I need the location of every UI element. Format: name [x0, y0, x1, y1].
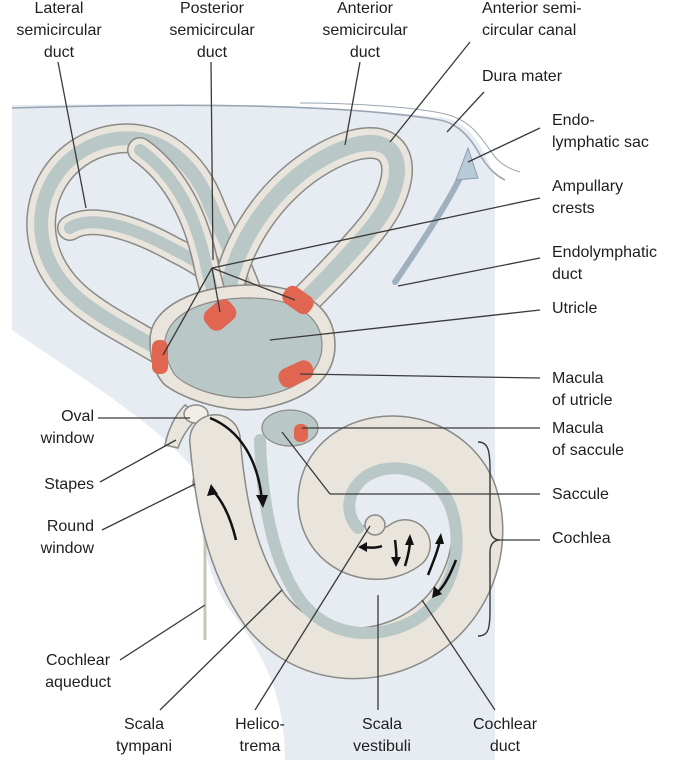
ampullary-crest-1 — [152, 340, 168, 374]
dura-mater-line-outer — [299, 102, 521, 173]
flow-arrowhead-spiral-1 — [432, 586, 442, 598]
label-anterior-semicircular-canal: Anterior semi-circular canal — [482, 0, 582, 39]
cochlear-duct-spiral — [254, 434, 463, 640]
label-saccule: Saccule — [552, 486, 609, 503]
flow-arrow-spiral-1 — [437, 559, 458, 593]
anterior-semicircular-duct — [217, 135, 406, 318]
macula-utricle-patch — [278, 360, 314, 388]
ampullary-crest-3 — [282, 285, 314, 315]
flow-arrow-vestibuli — [209, 416, 264, 501]
leader-lines — [57, 41, 541, 711]
flow-arrowhead-spiral-2 — [435, 533, 444, 544]
ampullary-crest-2 — [203, 299, 237, 331]
dura-mater-line — [11, 104, 506, 181]
endolymphatic-sac — [455, 146, 479, 181]
label-utricle: Utricle — [552, 300, 598, 317]
label-stapes: Stapes — [44, 476, 94, 493]
flow-arrowhead-spiral-3 — [405, 534, 414, 545]
flow-arrowhead-vestibuli — [256, 495, 268, 508]
label-cochlea: Cochlea — [552, 530, 611, 547]
macula-saccule-patch — [294, 424, 308, 442]
helicotrema-apex — [364, 514, 386, 536]
flow-arrowhead-spiral-4 — [391, 557, 401, 567]
flow-arrowhead-tympani — [207, 484, 218, 496]
lateral-semicircular-duct — [34, 131, 257, 357]
flow-arrowhead-spiral-5 — [358, 542, 367, 552]
label-endolymphatic-sac: Endo-lymphatic sac — [552, 112, 649, 151]
temporal-bone-region — [12, 104, 495, 760]
label-dura-mater: Dura mater — [482, 68, 563, 85]
cochlea-perilymph — [190, 415, 502, 678]
label-helicotrema: Helico-trema — [235, 716, 285, 755]
